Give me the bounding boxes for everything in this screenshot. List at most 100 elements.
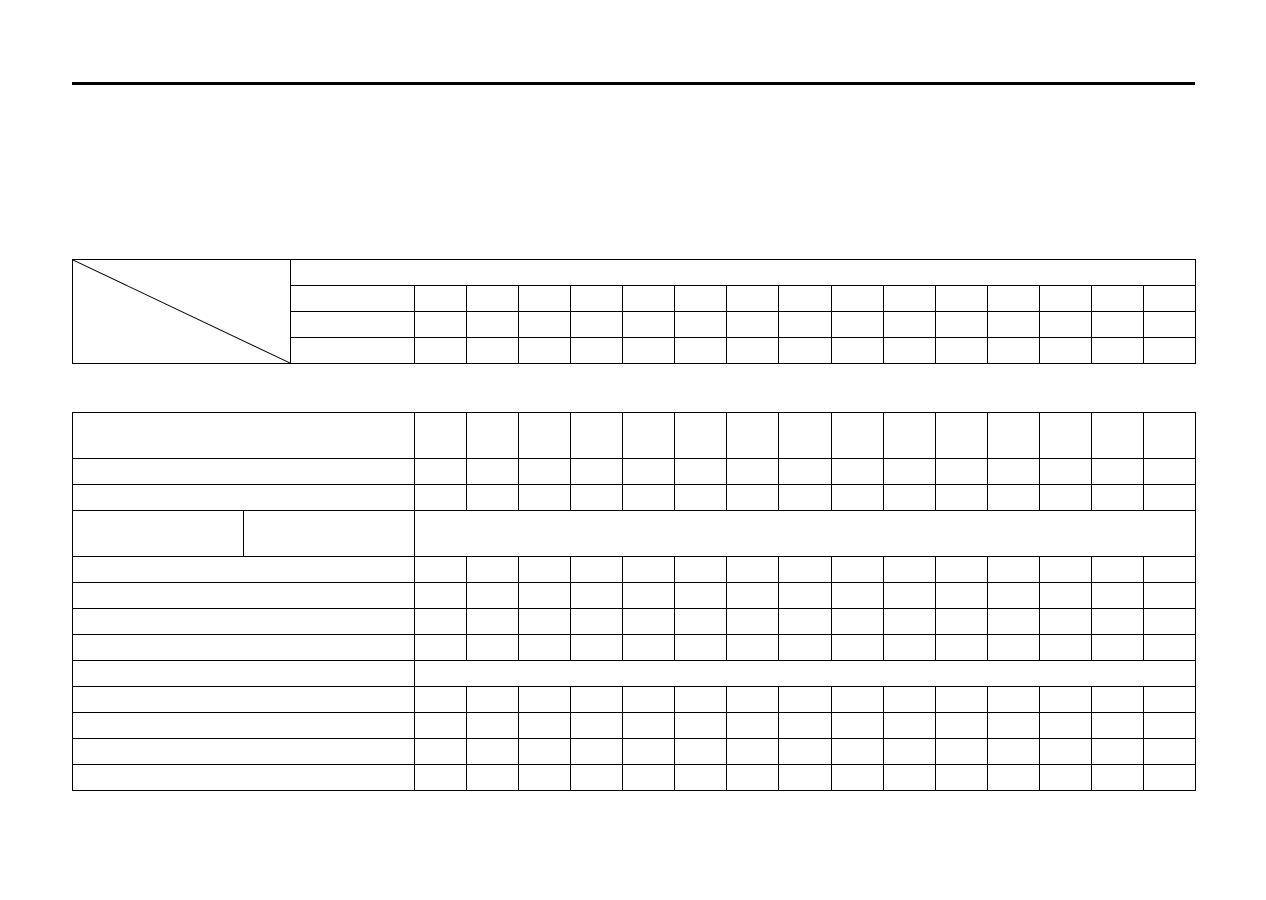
row-label-cell (72, 556, 415, 583)
table-cell (570, 458, 624, 485)
table-cell (830, 634, 884, 661)
table-cell (674, 608, 728, 635)
table-cell (674, 458, 728, 485)
table-cell (830, 686, 884, 713)
table-cell (1090, 738, 1144, 765)
table-cell (882, 337, 936, 364)
table-cell (830, 712, 884, 739)
table-cell (726, 582, 780, 609)
table-cell (778, 311, 832, 338)
table-cell (570, 556, 624, 583)
table-cell (986, 337, 1040, 364)
table-cell (1090, 556, 1144, 583)
table-cell (1142, 412, 1196, 459)
table-cell (830, 738, 884, 765)
table-cell (622, 582, 676, 609)
table-cell (674, 764, 728, 791)
table-cell (1142, 311, 1196, 338)
table-cell (934, 712, 988, 739)
table-cell (1090, 311, 1144, 338)
table-cell (1142, 458, 1196, 485)
table-row (72, 458, 1196, 485)
table-cell (570, 412, 624, 459)
table-cell (934, 285, 988, 312)
row-label-cell (72, 634, 415, 661)
table-cell (1038, 634, 1092, 661)
diagonal-line (73, 260, 290, 363)
merged-value-cell (414, 660, 1196, 687)
merged-header-cell (290, 259, 1196, 286)
table-cell (778, 484, 832, 511)
row-label-cell (72, 582, 415, 609)
table-cell (934, 608, 988, 635)
table-cell (986, 712, 1040, 739)
table-cell (518, 634, 572, 661)
table-cell (570, 582, 624, 609)
table-cell (674, 582, 728, 609)
table-cell (518, 412, 572, 459)
table-cell (934, 764, 988, 791)
row-label-cell (290, 311, 415, 338)
table-cell (622, 458, 676, 485)
table-cell (466, 634, 520, 661)
table-cell (726, 738, 780, 765)
table-cell (1142, 285, 1196, 312)
top-table (72, 259, 1196, 364)
table-cell (934, 484, 988, 511)
table-cell (1090, 337, 1144, 364)
row-label-cell (72, 458, 415, 485)
table-cell (882, 608, 936, 635)
table-cell (413, 634, 468, 661)
table-cell (882, 412, 936, 459)
table-cell (466, 556, 520, 583)
table-cell (934, 686, 988, 713)
table-cell (830, 764, 884, 791)
table-cell (466, 412, 520, 459)
table-cell (674, 285, 728, 312)
table-cell (778, 412, 832, 459)
table-cell (518, 556, 572, 583)
table-cell (466, 738, 520, 765)
table-cell (466, 608, 520, 635)
table-cell (570, 484, 624, 511)
row-label-cell (72, 712, 415, 739)
table-cell (413, 738, 468, 765)
table-cell (413, 484, 468, 511)
table-cell (882, 484, 936, 511)
table-cell (934, 458, 988, 485)
table-cell (622, 712, 676, 739)
table-cell (1142, 484, 1196, 511)
table-cell (466, 285, 520, 312)
table-cell (570, 285, 624, 312)
table-cell (1142, 582, 1196, 609)
row-sublabel-cell (243, 510, 415, 557)
table-cell (1090, 458, 1144, 485)
table-row (72, 484, 1196, 511)
table-row (73, 337, 1196, 364)
table-cell (1038, 556, 1092, 583)
table-row (72, 608, 1196, 635)
table-cell (726, 634, 780, 661)
table-cell (466, 337, 520, 364)
table-cell (518, 608, 572, 635)
table-cell (518, 686, 572, 713)
table-cell (830, 582, 884, 609)
table-cell (726, 412, 780, 459)
table-cell (1038, 337, 1092, 364)
table-cell (518, 484, 572, 511)
table-cell (674, 556, 728, 583)
table-row (72, 556, 1196, 583)
table-cell (726, 764, 780, 791)
table-cell (1038, 764, 1092, 791)
table-cell (1142, 556, 1196, 583)
table-cell (934, 738, 988, 765)
table-cell (1038, 738, 1092, 765)
table-cell (466, 712, 520, 739)
table-cell (882, 634, 936, 661)
table-cell (674, 484, 728, 511)
table-cell (726, 556, 780, 583)
table-row (73, 285, 1196, 312)
table-cell (778, 608, 832, 635)
table-cell (518, 738, 572, 765)
table-cell (1142, 337, 1196, 364)
